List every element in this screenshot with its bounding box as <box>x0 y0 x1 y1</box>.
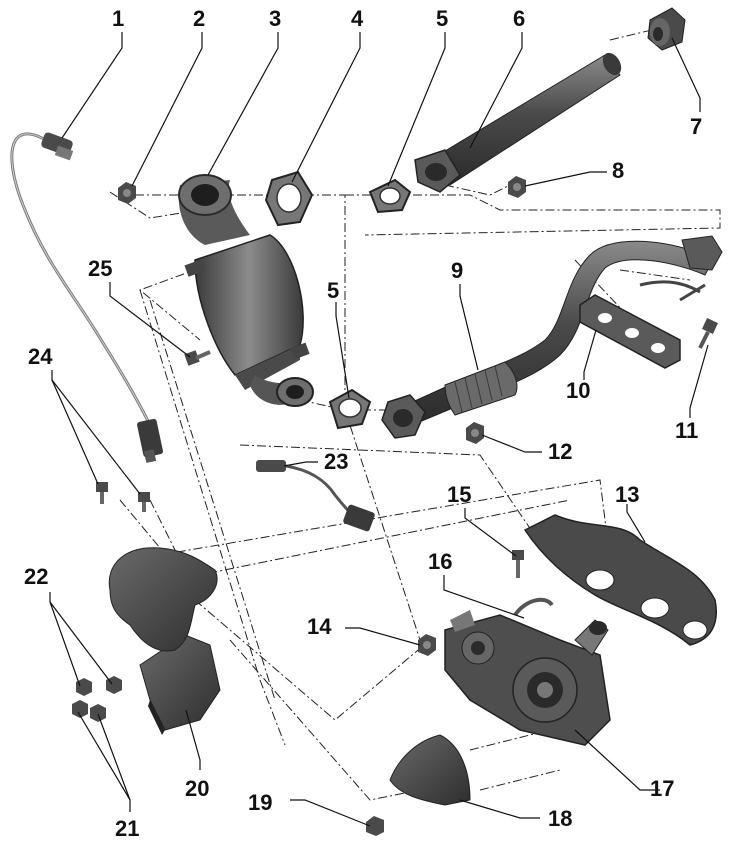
assembly-line <box>619 269 691 281</box>
assembly-line <box>194 599 431 721</box>
nut-14 <box>418 634 436 656</box>
pipe-mount-7 <box>647 7 686 51</box>
callout-23: 23 <box>324 449 349 474</box>
callout-5-lower: 5 <box>327 278 340 303</box>
callout-19: 19 <box>248 790 273 815</box>
callout-2: 2 <box>193 6 206 31</box>
front-exhaust-pipe <box>381 235 723 439</box>
oxygen-sensor-upstream <box>10 132 163 463</box>
assembly-line <box>229 639 421 801</box>
exhaust-pipe-rear <box>414 52 622 193</box>
bolts-24 <box>96 482 150 512</box>
bolt-25 <box>184 350 211 366</box>
heat-shield-plate-10 <box>579 294 681 369</box>
oxygen-sensor-downstream <box>256 460 375 532</box>
callout-6: 6 <box>513 6 526 31</box>
callout-18: 18 <box>548 806 573 831</box>
nut-2 <box>118 182 136 204</box>
turbocharger-17 <box>444 610 611 746</box>
catalytic-converter <box>178 174 314 407</box>
gasket-4 <box>264 170 314 227</box>
callout-12: 12 <box>548 439 573 464</box>
callout-24: 24 <box>28 344 53 369</box>
bolt-19 <box>366 816 384 836</box>
clamp-16 <box>513 597 554 617</box>
assembly-line <box>149 299 276 701</box>
callout-1: 1 <box>112 6 125 31</box>
callout-16: 16 <box>428 549 453 574</box>
callout-22: 22 <box>24 564 49 589</box>
callout-20: 20 <box>185 776 210 801</box>
assembly-line <box>344 409 421 641</box>
assembly-line <box>479 769 561 791</box>
callout-25: 25 <box>88 256 113 281</box>
callout-7: 7 <box>690 114 703 139</box>
turbo-cover-18 <box>389 734 471 806</box>
callout-13: 13 <box>615 482 640 507</box>
callout-9: 9 <box>451 258 464 283</box>
callout-17: 17 <box>650 776 675 801</box>
gasket-5-upper <box>368 178 412 214</box>
assembly-line <box>119 499 171 561</box>
assembly-lines <box>109 27 721 801</box>
bolt-15 <box>512 550 524 578</box>
callout-4: 4 <box>351 6 364 31</box>
turbo-heat-shield-13 <box>523 514 717 646</box>
manifold-shield-20 <box>139 634 221 735</box>
assembly-line <box>174 499 571 581</box>
callout-21: 21 <box>115 816 140 841</box>
assembly-line <box>139 267 201 341</box>
gasket-5-lower <box>328 388 372 430</box>
callout-8: 8 <box>612 158 625 183</box>
callout-5-upper: 5 <box>436 6 449 31</box>
assembly-line <box>444 184 511 196</box>
callout-10: 10 <box>566 378 591 403</box>
assembly-line <box>239 444 556 566</box>
nut-8 <box>508 176 526 198</box>
bolt-11 <box>698 318 718 349</box>
callout-3: 3 <box>269 6 282 31</box>
downpipe-heat-shield <box>108 547 218 652</box>
assembly-line <box>139 289 286 746</box>
callout-15: 15 <box>447 482 472 507</box>
bolts-22 <box>76 676 122 696</box>
assembly-line <box>345 194 721 236</box>
nut-12 <box>466 422 484 444</box>
bolts-21 <box>72 700 106 722</box>
leader-lines <box>49 32 709 827</box>
callout-11: 11 <box>675 418 699 443</box>
callout-14: 14 <box>307 614 332 639</box>
